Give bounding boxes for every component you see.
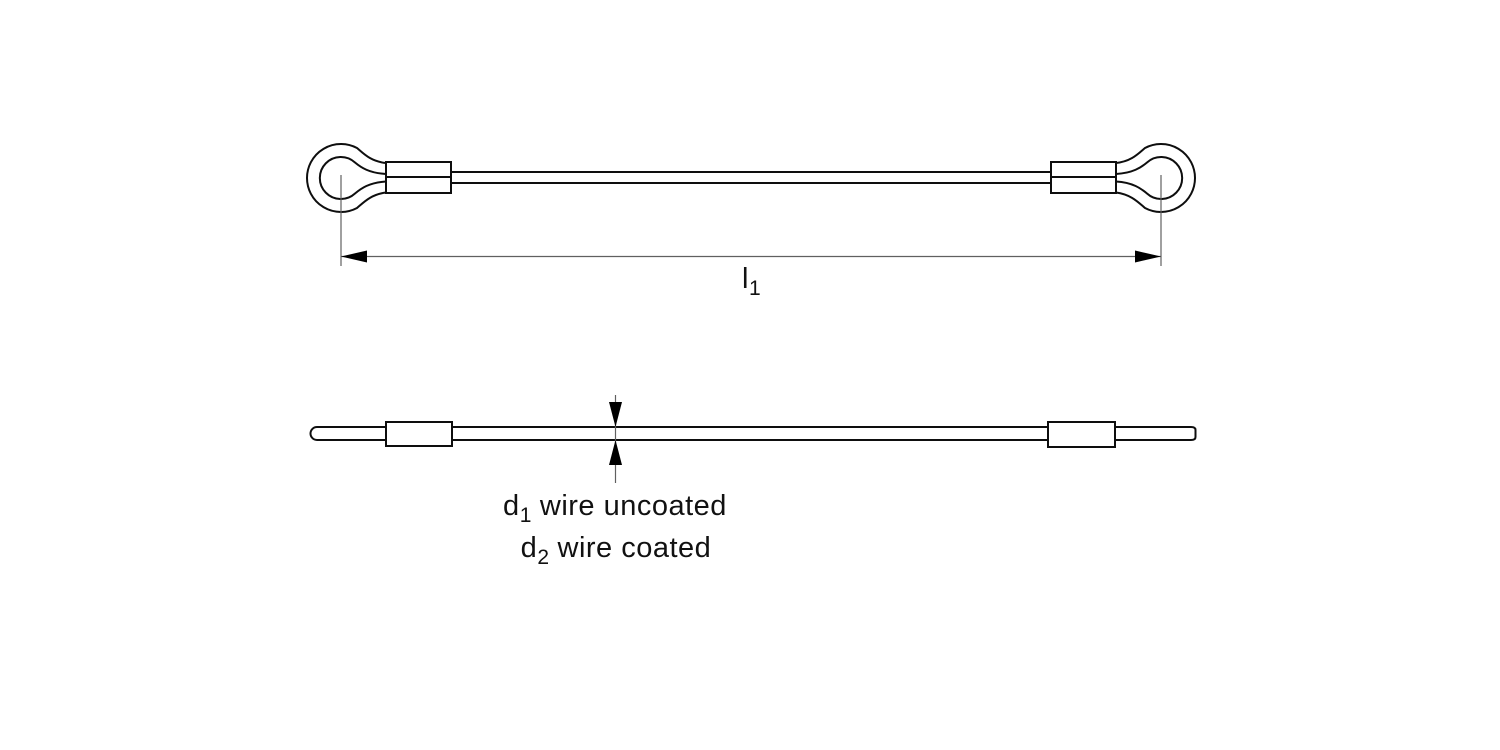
left-eye-loop-outer — [306, 143, 387, 213]
wire-profile — [309, 426, 1197, 441]
side-right-ferrule — [1047, 421, 1116, 448]
top-view-assembly: l1 — [306, 143, 1196, 300]
right-eye-loop-inner — [1115, 156, 1184, 200]
right-arrowhead — [1135, 250, 1161, 263]
length-label: l1 — [742, 263, 761, 300]
left-eye-loop-inner — [318, 156, 387, 200]
diameter-arrow-up — [609, 440, 622, 465]
right-eye-loop-outer — [1115, 143, 1196, 213]
left-arrowhead — [341, 250, 367, 263]
right-end-group — [1050, 143, 1196, 213]
diameter-arrow-down — [609, 402, 622, 427]
side-left-ferrule — [385, 421, 453, 447]
